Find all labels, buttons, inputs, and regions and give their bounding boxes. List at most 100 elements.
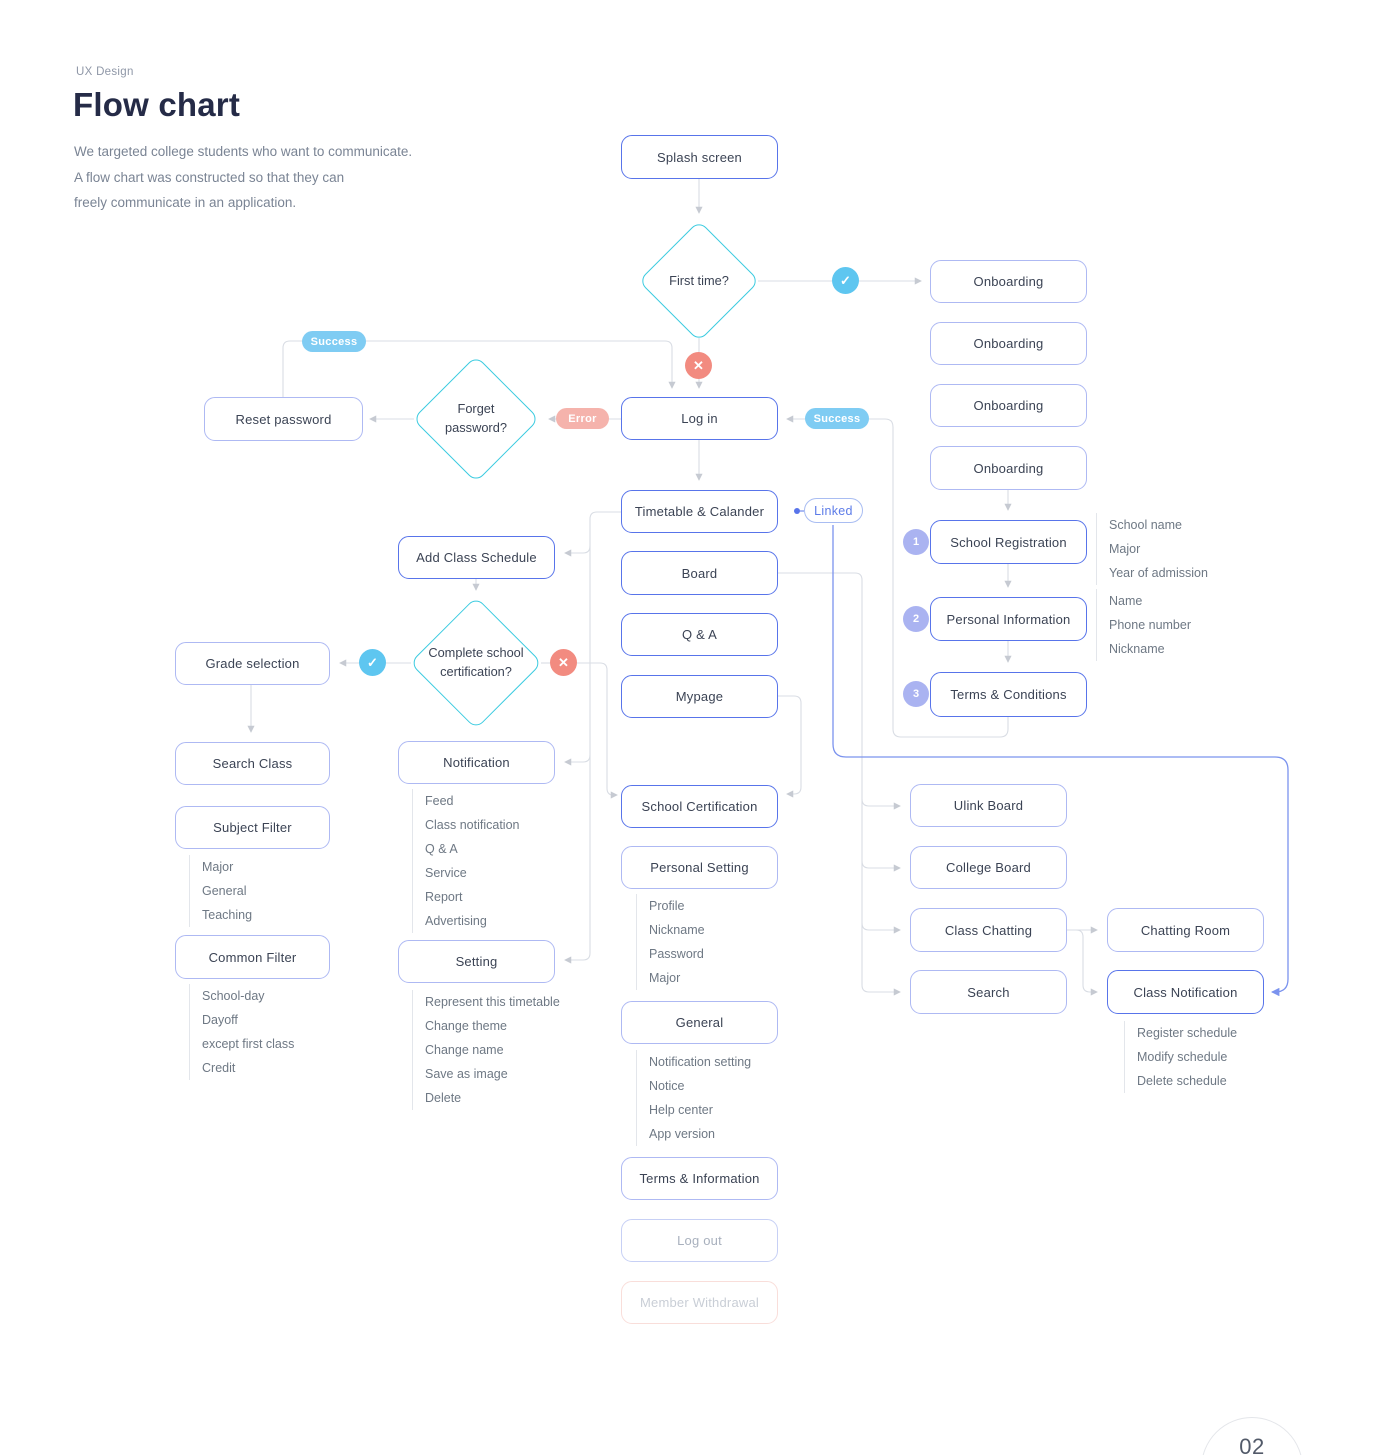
list-item: Name bbox=[1109, 594, 1143, 608]
page-title: Flow chart bbox=[73, 86, 241, 123]
list-item: Credit bbox=[202, 1061, 236, 1075]
decision-first-time: First time? bbox=[638, 220, 760, 342]
step-badge-1: 1 bbox=[903, 529, 929, 555]
list-item: Feed bbox=[425, 794, 454, 808]
node-chatting-room: Chatting Room bbox=[1107, 908, 1264, 952]
node-notification: Notification bbox=[398, 741, 555, 784]
decision-label: Complete school certification? bbox=[428, 645, 524, 679]
node-common-filter: Common Filter bbox=[175, 935, 330, 979]
node-class-notification: Class Notification bbox=[1107, 970, 1264, 1014]
common-filter-list: School-day Dayoff except first class Cre… bbox=[189, 984, 294, 1080]
node-add-class-schedule: Add Class Schedule bbox=[398, 536, 555, 579]
decision-label: First time? bbox=[669, 272, 729, 288]
list-item: Change name bbox=[425, 1043, 504, 1057]
setting-list: Represent this timetable Change theme Ch… bbox=[412, 990, 560, 1110]
list-item: Delete schedule bbox=[1137, 1074, 1227, 1088]
list-item: Major bbox=[649, 971, 681, 985]
step-badge-3: 3 bbox=[903, 681, 929, 707]
list-item: Save as image bbox=[425, 1067, 508, 1081]
description-line: freely communicate in an application. bbox=[74, 195, 297, 210]
list-item: Register schedule bbox=[1137, 1026, 1238, 1040]
node-board: Board bbox=[621, 551, 778, 595]
general-list: Notification setting Notice Help center … bbox=[636, 1050, 751, 1146]
list-item: App version bbox=[649, 1127, 716, 1141]
list-item: Profile bbox=[649, 899, 685, 913]
list-item: Notice bbox=[649, 1079, 685, 1093]
node-log-out: Log out bbox=[621, 1219, 778, 1262]
node-general: General bbox=[621, 1001, 778, 1044]
badge-linked: Linked bbox=[804, 498, 863, 523]
school-registration-fields: School name Major Year of admission bbox=[1096, 513, 1208, 585]
decision-forget-password: Forget password? bbox=[412, 355, 540, 483]
node-log-in: Log in bbox=[621, 397, 778, 440]
list-item: Delete bbox=[425, 1091, 462, 1105]
list-item: Nickname bbox=[1109, 642, 1165, 656]
list-item: Phone number bbox=[1109, 618, 1192, 632]
node-school-certification: School Certification bbox=[621, 785, 778, 828]
list-item: Notification setting bbox=[649, 1055, 752, 1069]
class-notification-list: Register schedule Modify schedule Delete… bbox=[1124, 1021, 1237, 1093]
list-item: School-day bbox=[202, 989, 265, 1003]
list-item: Password bbox=[649, 947, 704, 961]
check-icon: ✓ bbox=[359, 649, 386, 676]
list-item: School name bbox=[1109, 518, 1182, 532]
node-terms-conditions: Terms & Conditions bbox=[930, 672, 1087, 717]
badge-success: Success bbox=[805, 408, 869, 429]
node-onboarding-2: Onboarding bbox=[930, 322, 1087, 365]
list-item: Major bbox=[1109, 542, 1141, 556]
notification-list: Feed Class notification Q & A Service Re… bbox=[412, 789, 520, 933]
list-item: Represent this timetable bbox=[425, 995, 560, 1009]
node-reset-password: Reset password bbox=[204, 397, 363, 441]
check-icon: ✓ bbox=[832, 267, 859, 294]
list-item: Year of admission bbox=[1109, 566, 1208, 580]
node-setting: Setting bbox=[398, 940, 555, 983]
page-number: 02 bbox=[1239, 1434, 1265, 1455]
decision-label: Forget password? bbox=[445, 401, 507, 435]
list-item: Change theme bbox=[425, 1019, 508, 1033]
list-item: Q & A bbox=[425, 842, 458, 856]
description-line: We targeted college students who want to… bbox=[74, 144, 413, 159]
node-member-withdrawal: Member Withdrawal bbox=[621, 1281, 778, 1324]
node-personal-information: Personal Information bbox=[930, 597, 1087, 641]
node-terms-information: Terms & Information bbox=[621, 1157, 778, 1200]
node-school-registration: School Registration bbox=[930, 520, 1087, 564]
list-item: Major bbox=[202, 860, 234, 874]
node-search-class: Search Class bbox=[175, 742, 330, 785]
list-item: except first class bbox=[202, 1037, 295, 1051]
node-timetable-calander: Timetable & Calander bbox=[621, 490, 778, 533]
step-badge-2: 2 bbox=[903, 606, 929, 632]
description-line: A flow chart was constructed so that the… bbox=[74, 169, 345, 185]
node-college-board: College Board bbox=[910, 846, 1067, 889]
node-search: Search bbox=[910, 970, 1067, 1014]
node-qna: Q & A bbox=[621, 613, 778, 656]
list-item: Modify schedule bbox=[1137, 1050, 1228, 1064]
personal-information-fields: Name Phone number Nickname bbox=[1096, 589, 1191, 661]
badge-success: Success bbox=[302, 331, 366, 352]
list-item: Report bbox=[425, 890, 463, 904]
node-class-chatting: Class Chatting bbox=[910, 908, 1067, 952]
node-mypage: Mypage bbox=[621, 675, 778, 718]
list-item: Dayoff bbox=[202, 1013, 238, 1027]
decision-complete-certification: Complete school certification? bbox=[409, 596, 543, 730]
node-ulink-board: Ulink Board bbox=[910, 784, 1067, 827]
personal-setting-list: Profile Nickname Password Major bbox=[636, 894, 705, 990]
list-item: General bbox=[202, 884, 247, 898]
badge-error: Error bbox=[556, 408, 609, 429]
node-subject-filter: Subject Filter bbox=[175, 806, 330, 849]
eyebrow-label: UX Design bbox=[76, 66, 134, 78]
link-dot bbox=[794, 508, 800, 514]
node-onboarding-3: Onboarding bbox=[930, 384, 1087, 427]
list-item: Service bbox=[425, 866, 467, 880]
node-onboarding-1: Onboarding bbox=[930, 260, 1087, 303]
page-description: We targeted college students who want to… bbox=[74, 139, 412, 216]
node-onboarding-4: Onboarding bbox=[930, 446, 1087, 490]
subject-filter-list: Major General Teaching bbox=[189, 855, 252, 927]
list-item: Class notification bbox=[425, 818, 520, 832]
list-item: Advertising bbox=[425, 914, 487, 928]
node-splash-screen: Splash screen bbox=[621, 135, 778, 179]
list-item: Teaching bbox=[202, 908, 253, 922]
node-grade-selection: Grade selection bbox=[175, 642, 330, 685]
node-personal-setting: Personal Setting bbox=[621, 846, 778, 889]
x-icon: ✕ bbox=[550, 649, 577, 676]
